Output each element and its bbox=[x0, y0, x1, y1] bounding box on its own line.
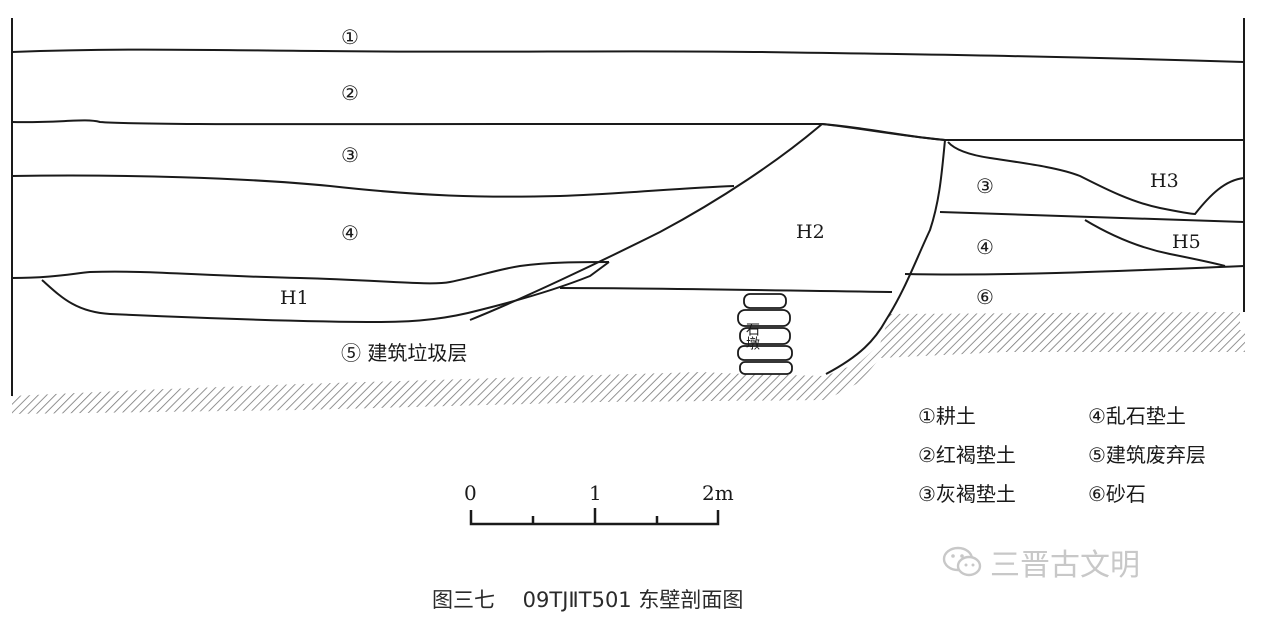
layer-2-label: ② bbox=[341, 81, 359, 105]
wechat-icon bbox=[942, 546, 982, 577]
legend-item-2: ②红褐垫土 bbox=[918, 443, 1016, 467]
watermark-text: 三晋古文明 bbox=[990, 548, 1140, 583]
scale-tick-0: 0 bbox=[464, 481, 477, 505]
scale-tick-2m: 2m bbox=[702, 481, 734, 505]
boundary-right-3-4 bbox=[939, 211, 1245, 223]
feature-h2-label: H2 bbox=[796, 221, 825, 243]
figure-caption: 图三七 09TJⅡT501 东壁剖面图 bbox=[432, 588, 744, 612]
boundary-right-4-6 bbox=[904, 265, 1245, 276]
layer-4-label: ④ bbox=[341, 221, 359, 245]
feature-h1-label: H1 bbox=[280, 287, 309, 309]
stone-pier-label: 石墩 bbox=[744, 322, 760, 350]
watermark: 三晋古文明 bbox=[942, 540, 1140, 584]
layer-5-label: ⑤ 建筑垃圾层 bbox=[341, 341, 467, 365]
layer-1-label: ① bbox=[341, 25, 359, 49]
legend-item-6: ⑥砂石 bbox=[1088, 482, 1146, 506]
legend-item-3: ③灰褐垫土 bbox=[918, 482, 1016, 506]
pit-h3-outline bbox=[947, 141, 1245, 216]
layer-3-right-label: ③ bbox=[976, 174, 994, 198]
stone-pier bbox=[737, 293, 793, 375]
pit-h5-outline bbox=[1084, 219, 1226, 267]
layer-3-label: ③ bbox=[341, 143, 359, 167]
scale-tick-1: 1 bbox=[589, 481, 602, 505]
feature-h5-label: H5 bbox=[1172, 231, 1201, 253]
section-frame bbox=[11, 18, 1245, 396]
boundary-3-4 bbox=[11, 174, 735, 198]
pit-h2-outline bbox=[469, 122, 947, 375]
legend-item-4: ④乱石垫土 bbox=[1088, 404, 1186, 428]
layer-4-right-label: ④ bbox=[976, 235, 994, 259]
legend-item-1: ①耕土 bbox=[918, 404, 976, 428]
surface-line bbox=[11, 48, 1245, 63]
boundary-4-5 bbox=[11, 261, 610, 285]
scale-bar bbox=[469, 508, 720, 526]
layer-6-label: ⑥ bbox=[976, 285, 994, 309]
legend-item-5: ⑤建筑废弃层 bbox=[1088, 443, 1206, 467]
ground-hatch bbox=[12, 312, 1245, 414]
legend: ①耕土 ④乱石垫土 ②红褐垫土 ⑤建筑废弃层 ③灰褐垫土 ⑥砂石 bbox=[918, 400, 1248, 507]
boundary-2-3 bbox=[11, 119, 1244, 141]
boundary-5-6 bbox=[559, 287, 893, 293]
feature-h3-label: H3 bbox=[1150, 170, 1179, 192]
